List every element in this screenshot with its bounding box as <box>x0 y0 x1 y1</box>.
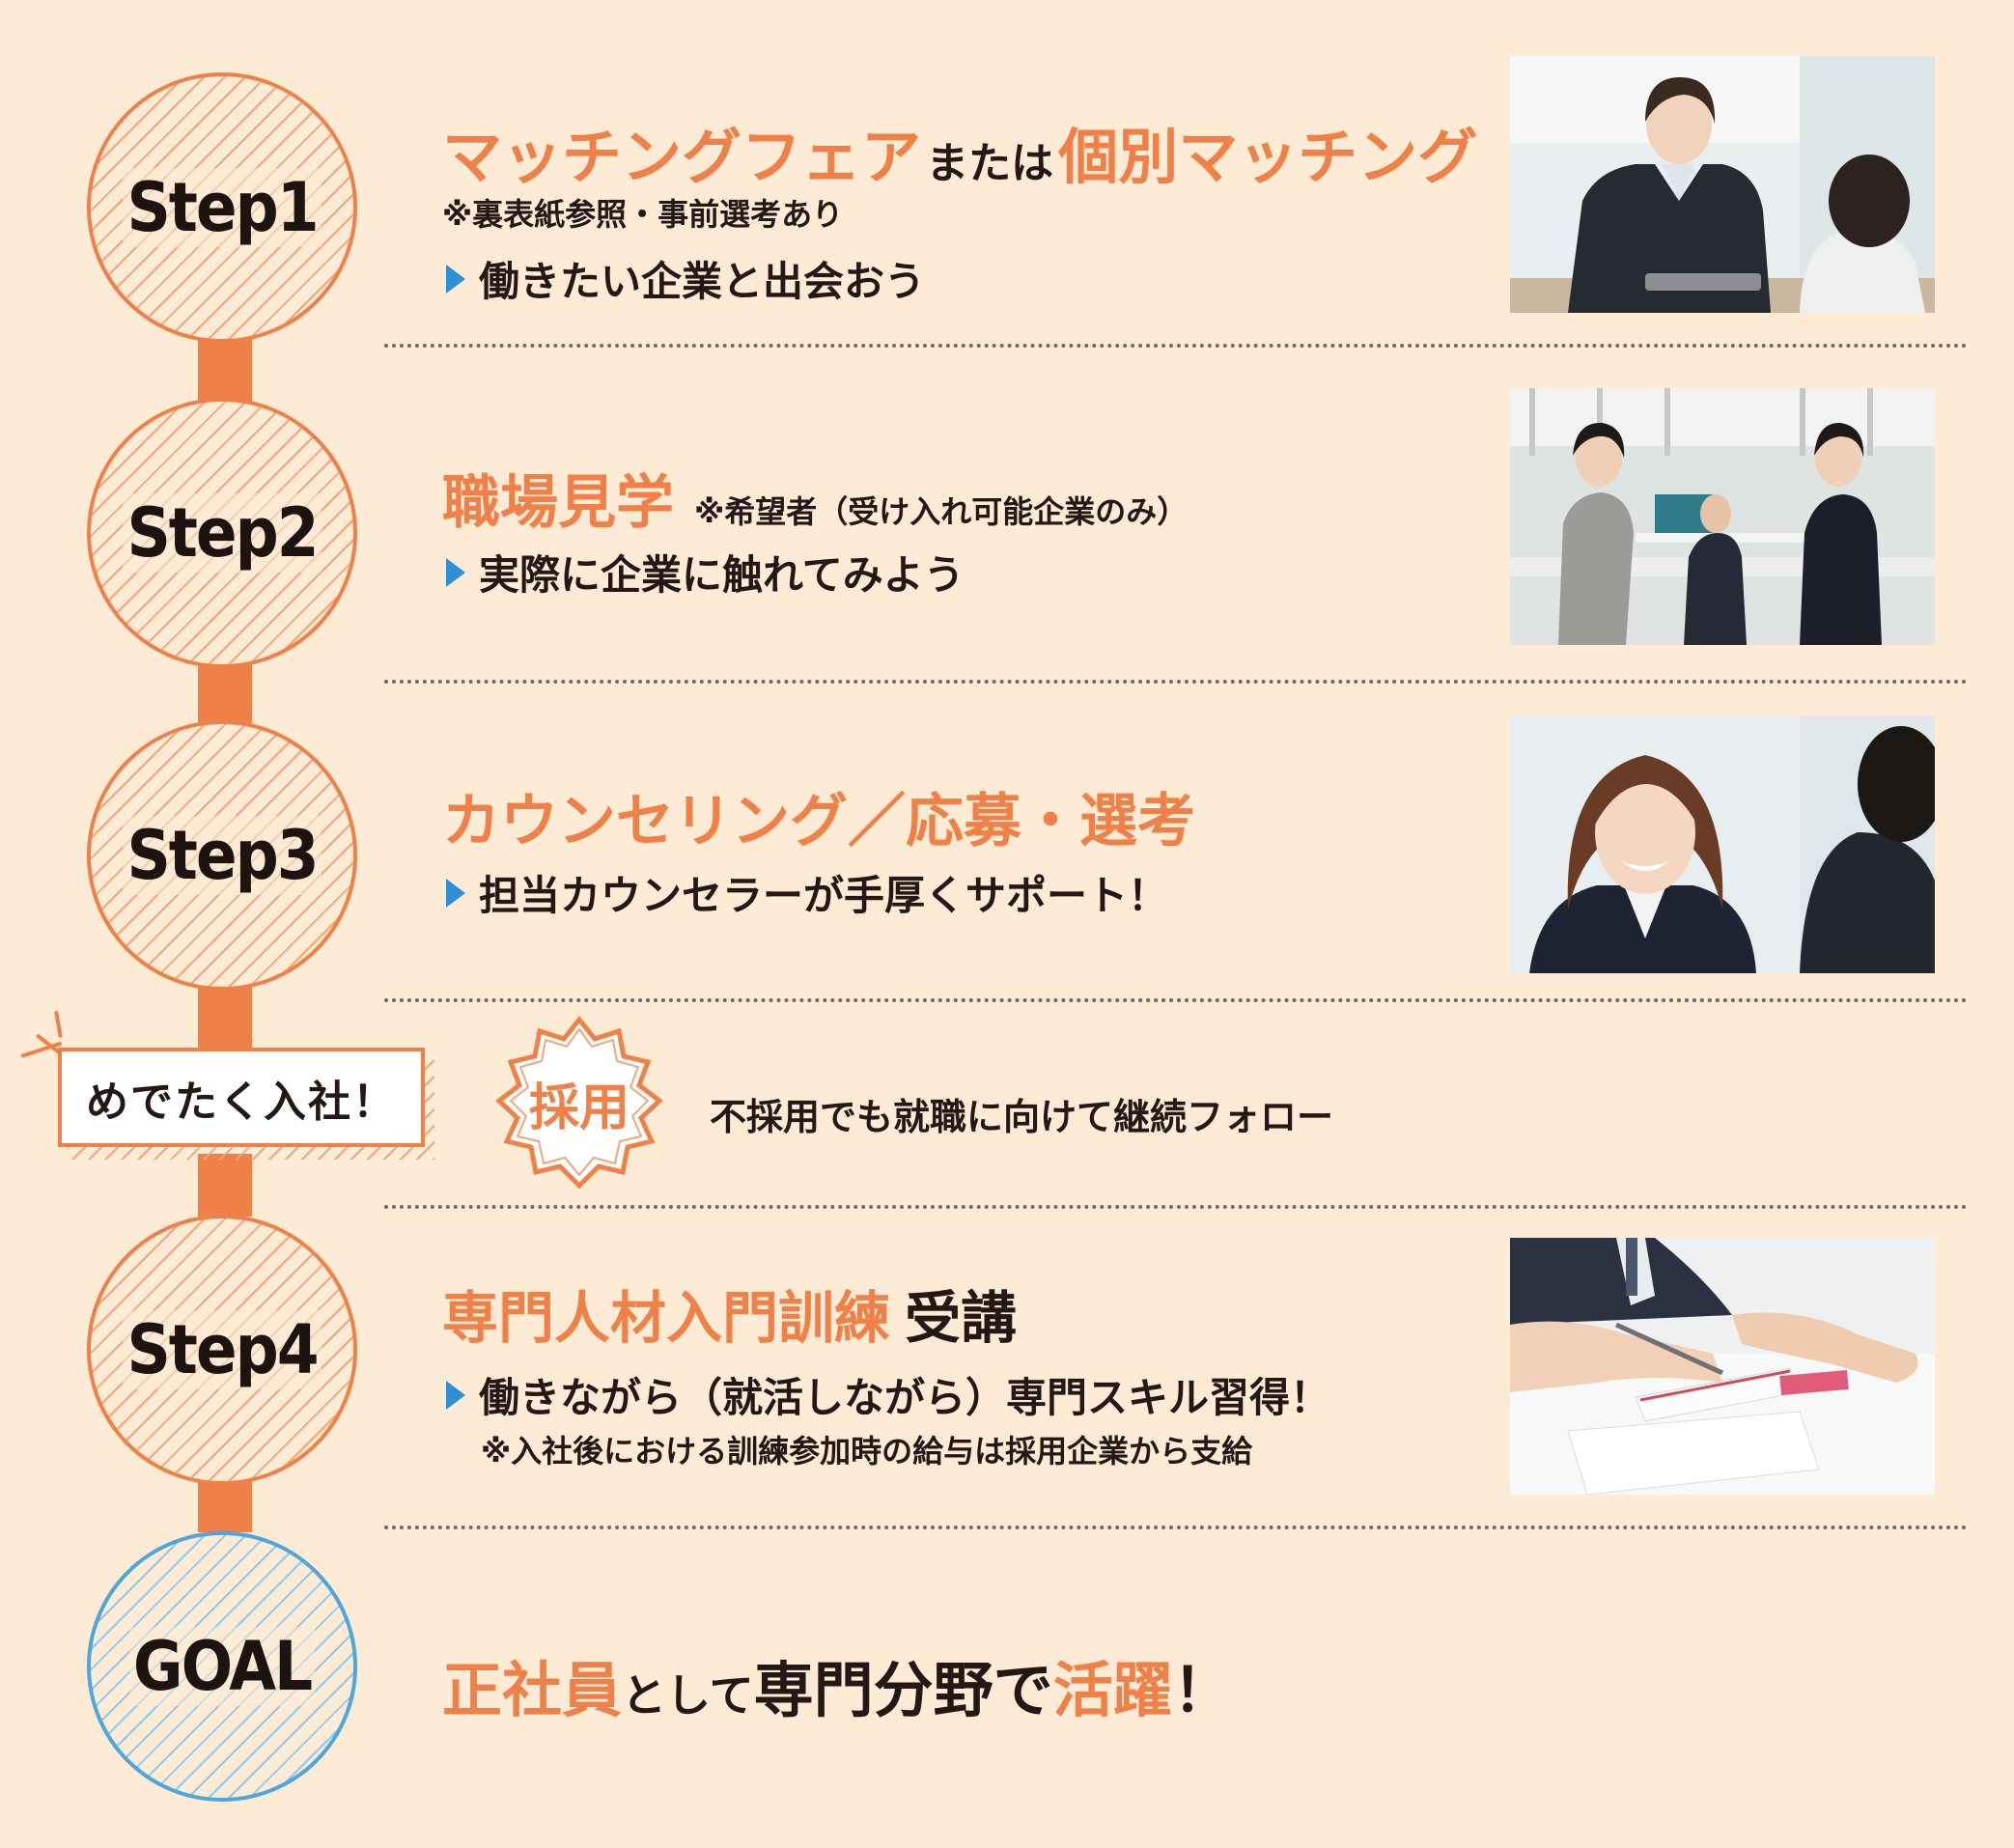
timeline-connector <box>198 1479 252 1532</box>
step2-label: Step2 <box>123 493 322 573</box>
hire-seal-icon <box>495 1016 663 1190</box>
step1-note: ※裏表紙参照・事前選考あり <box>442 196 844 233</box>
step4-title-a: 専門人材入門訓練 <box>442 1285 891 1351</box>
goal-text-3: 専門分野で <box>753 1655 1053 1725</box>
step4-title: 専門人材入門訓練 受講 <box>442 1273 1017 1354</box>
goal-text: 正社員として専門分野で活躍！ <box>442 1641 1233 1728</box>
follow-up-text: 不採用でも就職に向けて継続フォロー <box>710 1096 1334 1138</box>
section-divider <box>384 998 1968 1002</box>
bullet-triangle-icon <box>446 1380 465 1410</box>
hire-seal-label: 採用 <box>528 1078 629 1137</box>
step4-circle: Step4 <box>87 1215 357 1485</box>
bullet-triangle-icon <box>446 878 465 908</box>
step1-label: Step1 <box>123 168 322 247</box>
goal-text-5: ！ <box>1172 1655 1233 1725</box>
step2-bullet-text: 実際に企業に触れてみよう <box>479 551 965 599</box>
entry-badge: めでたく入社！ <box>58 1048 425 1147</box>
section-divider <box>384 1205 1968 1209</box>
goal-label: GOAL <box>128 1627 316 1706</box>
step1-bullet: 働きたい企業と出会おう <box>446 249 925 308</box>
step1-title-a: マッチングフェア <box>442 122 922 192</box>
step2-circle: Step2 <box>87 398 357 668</box>
step3-label: Step3 <box>123 816 322 895</box>
goal-circle: GOAL <box>87 1531 357 1802</box>
bullet-triangle-icon <box>446 557 465 587</box>
step2-photo <box>1510 388 1935 645</box>
section-divider <box>384 680 1968 684</box>
section-divider <box>384 1526 1968 1529</box>
goal-text-2: として <box>622 1669 754 1722</box>
timeline-connector <box>198 985 252 1052</box>
step4-title-b: 受講 <box>905 1285 1018 1351</box>
step3-title-a: カウンセリング／応募・選考 <box>442 788 1195 855</box>
goal-text-1: 正社員 <box>442 1655 623 1725</box>
step2-note: ※希望者（受け入れ可能企業のみ） <box>694 493 1189 530</box>
step1-title: マッチングフェア または 個別マッチング <box>442 108 1477 195</box>
step3-photo <box>1510 716 1935 973</box>
step1-photo <box>1510 56 1935 313</box>
step1-title-c: 個別マッチング <box>1058 122 1478 192</box>
step3-bullet-text: 担当カウンセラーが手厚くサポート！ <box>479 872 1169 919</box>
timeline-connector <box>198 1154 252 1217</box>
emphasis-spark <box>54 1010 63 1038</box>
section-divider <box>384 344 1968 348</box>
step4-photo <box>1510 1238 1935 1495</box>
step3-circle: Step3 <box>87 720 357 991</box>
step4-bullet-text: 働きながら（就活しながら）専門スキル習得！ <box>479 1374 1331 1421</box>
step2-bullet: 実際に企業に触れてみよう <box>446 543 965 602</box>
step1-bullet-text: 働きたい企業と出会おう <box>479 258 926 305</box>
bullet-triangle-icon <box>446 264 465 294</box>
step4-bullet: 働きながら（就活しながら）専門スキル習得！ <box>446 1365 1330 1424</box>
step1-title-b: または <box>926 139 1054 188</box>
step1-circle: Step1 <box>87 72 357 343</box>
step3-title: カウンセリング／応募・選考 <box>442 774 1195 858</box>
step4-note: ※入社後における訓練参加時の給与は採用企業から支給 <box>481 1433 1253 1470</box>
goal-text-4: 活躍 <box>1052 1655 1173 1725</box>
step4-label: Step4 <box>123 1310 322 1389</box>
step2-title: 職場見学 ※希望者（受け入れ可能企業のみ） <box>442 456 1188 540</box>
entry-badge-text: めでたく入社！ <box>86 1077 397 1127</box>
step2-title-a: 職場見学 <box>442 469 674 537</box>
step3-bullet: 担当カウンセラーが手厚くサポート！ <box>446 863 1168 922</box>
